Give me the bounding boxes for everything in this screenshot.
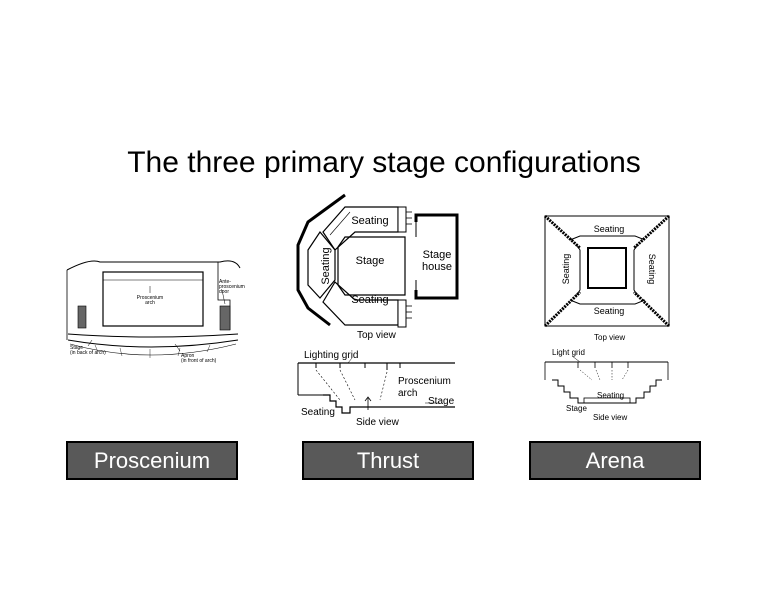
arena-side-view <box>544 355 669 404</box>
arena-seating-bottom: Seating <box>594 306 625 316</box>
thrust-stage-house-2: house <box>422 261 452 273</box>
arena-top-view-label: Top view <box>594 333 625 342</box>
thrust-seating-top: Seating <box>351 215 388 227</box>
thrust-stage: Stage <box>356 255 385 267</box>
thrust-lighting-grid: Lighting grid <box>304 350 358 361</box>
proscenium-caption: Proscenium <box>66 441 238 480</box>
arena-side-view-label: Side view <box>593 413 627 422</box>
thrust-side-view <box>297 357 455 414</box>
arena-seating-left: Seating <box>561 254 571 285</box>
arena-light-grid: Light grid <box>552 348 585 357</box>
label-proscenium-arch-1: Proscenium <box>137 295 163 301</box>
arena-top-view <box>543 214 671 328</box>
label-apron: Apron(in front of arch) <box>181 353 217 364</box>
thrust-side-seating: Seating <box>301 407 335 418</box>
arena-side-stage: Stage <box>566 404 587 413</box>
thrust-caption: Thrust <box>302 441 474 480</box>
label-proscenium-arch-2: arch <box>145 300 155 306</box>
thrust-top-view <box>296 193 459 328</box>
thrust-top-view-label: Top view <box>357 330 397 341</box>
label-stage-back: Stage(in back of arch) <box>70 345 106 356</box>
arena-seating-top: Seating <box>594 224 625 234</box>
thrust-seating-left: Seating <box>320 247 332 284</box>
thrust-stage-house-1: Stage <box>423 249 452 261</box>
proscenium-diagram <box>66 260 241 358</box>
thrust-seating-bottom: Seating <box>351 294 388 306</box>
thrust-proscenium-arch-2: arch <box>398 388 417 399</box>
thrust-side-view-label: Side view <box>356 417 400 428</box>
arena-caption: Arena <box>529 441 701 480</box>
thrust-proscenium-arch-1: Proscenium <box>398 376 451 387</box>
slide-title: The three primary stage configurations <box>127 146 641 179</box>
arena-seating-right: Seating <box>647 254 657 285</box>
thrust-side-stage: Stage <box>428 396 455 407</box>
arena-side-seating: Seating <box>597 391 624 400</box>
